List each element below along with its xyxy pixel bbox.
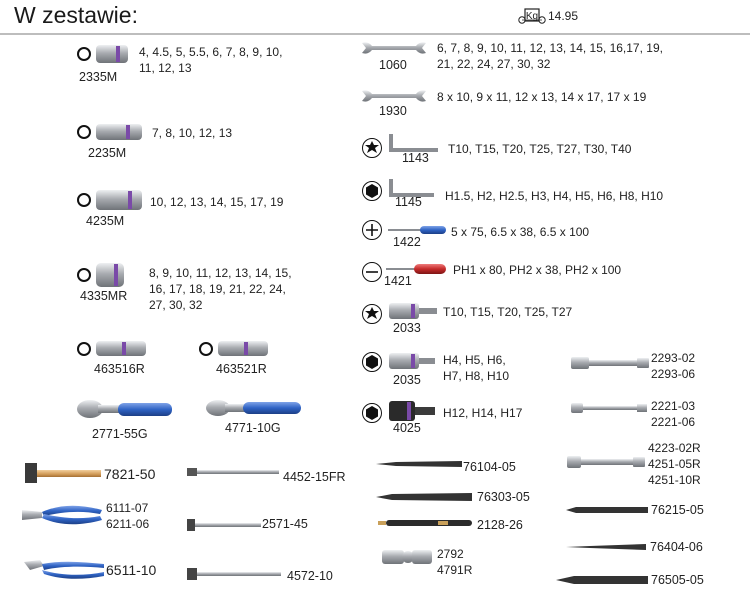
socket-icon (96, 45, 128, 63)
item-sizes: 7, 8, 10, 12, 13 (152, 126, 233, 140)
pin-punch-icon (566, 544, 646, 550)
item-sizes: 6, 7, 8, 9, 10, 11, 12, 13, 14, 15, 16,1… (437, 41, 663, 71)
item-code: 2221-03 2221-06 (651, 399, 696, 429)
socket-ring-icon (77, 47, 91, 61)
sliding-tee-icon (187, 568, 281, 580)
slotted-symbol-icon (362, 262, 382, 282)
item-code: 4452-15FR (283, 470, 346, 484)
hex-symbol-icon (362, 181, 382, 201)
item-code: 2792 4791R (437, 547, 473, 577)
item-code: 2235M (88, 146, 127, 160)
item-code: 2335M (79, 70, 118, 84)
hex-symbol-icon (362, 403, 382, 423)
flex-handle-icon (187, 468, 279, 476)
item-code: 2293-02 2293-06 (651, 351, 696, 381)
extension-bar-icon (571, 357, 649, 369)
pliers-icon (22, 505, 102, 525)
universal-joint-icon (382, 550, 432, 564)
item-code: 1422 (393, 235, 421, 249)
socket-icon (218, 341, 268, 356)
cold-chisel-icon (556, 576, 648, 584)
screwdriver-icon (388, 226, 446, 234)
item-sizes: H12, H14, H17 (443, 406, 523, 420)
combination-wrench-icon (362, 42, 426, 54)
item-code: 4223-02R 4251-05R 4251-10R (648, 441, 701, 487)
item-code: 1145 (395, 195, 422, 209)
item-code: 1143 (402, 151, 429, 165)
socket-icon (96, 263, 124, 287)
socket-ring-icon (77, 193, 91, 207)
pin-punch-icon (376, 461, 462, 467)
item-sizes: 8 x 10, 9 x 11, 12 x 13, 14 x 17, 17 x 1… (437, 90, 647, 104)
ratchet-icon (206, 400, 301, 416)
item-code: 2033 (393, 321, 421, 335)
item-code: 76215-05 (651, 503, 704, 517)
extension-bar-icon (571, 403, 647, 413)
magnetic-pickup-icon (378, 520, 472, 526)
weight-info: Kg 14.95 (518, 8, 578, 24)
item-code: 4771-10G (225, 421, 281, 435)
item-code: 2128-26 (477, 518, 523, 532)
tee-handle-icon (187, 519, 261, 531)
item-code: 4572-10 (287, 569, 333, 583)
socket-icon (96, 124, 142, 140)
socket-icon (96, 190, 142, 210)
torx-symbol-icon (362, 138, 382, 158)
item-code: 76303-05 (477, 490, 530, 504)
socket-ring-icon (77, 125, 91, 139)
extension-bar-icon (567, 456, 645, 468)
item-code: 76505-05 (651, 573, 704, 587)
item-sizes: 10, 12, 13, 14, 15, 17, 19 (150, 195, 284, 209)
item-code: 7821-50 (104, 466, 156, 482)
item-code: 463516R (94, 362, 145, 376)
bit-socket-icon (389, 353, 435, 369)
item-code: 76404-06 (650, 540, 703, 554)
header-divider (0, 33, 750, 35)
bit-socket-icon (389, 303, 437, 319)
item-sizes: T10, T15, T20, T25, T27, T30, T40 (448, 142, 632, 156)
item-code: 4335MR (80, 289, 128, 303)
item-code: 4025 (393, 421, 421, 435)
phillips-symbol-icon (362, 220, 382, 240)
socket-icon (96, 341, 146, 356)
weight-value: 14.95 (548, 9, 579, 23)
item-code: 2035 (393, 373, 421, 387)
item-sizes: PH1 x 80, PH2 x 38, PH2 x 100 (453, 263, 622, 277)
item-sizes: 5 x 75, 6.5 x 38, 6.5 x 100 (451, 225, 590, 239)
item-code: 76104-05 (463, 460, 516, 474)
item-code: 6111-07 6211-06 (106, 501, 150, 531)
item-code: 6511-10 (106, 562, 157, 578)
l-key-icon (389, 134, 438, 152)
hex-symbol-icon (362, 352, 382, 372)
item-code: 4235M (86, 214, 125, 228)
item-sizes: H4, H5, H6, H7, H8, H10 (443, 353, 510, 383)
bit-socket-icon (389, 401, 435, 421)
water-pump-pliers-icon (24, 560, 104, 579)
page-title: W zestawie: (14, 2, 138, 28)
l-key-icon (389, 179, 434, 197)
item-sizes: T10, T15, T20, T25, T27 (443, 305, 573, 319)
item-code: 1930 (379, 104, 407, 118)
item-code: 1060 (379, 58, 407, 72)
item-code: 1421 (384, 274, 412, 288)
item-sizes: H1.5, H2, H2.5, H3, H4, H5, H6, H8, H10 (445, 189, 664, 203)
item-code: 2771-55G (92, 427, 148, 441)
hammer-icon (25, 463, 101, 483)
screwdriver-icon (386, 264, 446, 274)
item-code: 463521R (216, 362, 267, 376)
item-sizes: 8, 9, 10, 11, 12, 13, 14, 15, 16, 17, 18… (149, 266, 292, 312)
item-sizes: 4, 4.5, 5, 5.5, 6, 7, 8, 9, 10, 11, 12, … (139, 45, 283, 75)
socket-ring-icon (199, 342, 213, 356)
center-punch-icon (376, 493, 472, 501)
socket-ring-icon (77, 268, 91, 282)
item-code: 2571-45 (262, 517, 308, 531)
torx-symbol-icon (362, 304, 382, 324)
socket-ring-icon (77, 342, 91, 356)
ratchet-icon (77, 400, 172, 418)
weight-scale-icon: Kg (518, 8, 546, 24)
svg-text:Kg: Kg (526, 11, 538, 22)
double-open-wrench-icon (362, 90, 426, 102)
flat-chisel-icon (566, 507, 648, 513)
